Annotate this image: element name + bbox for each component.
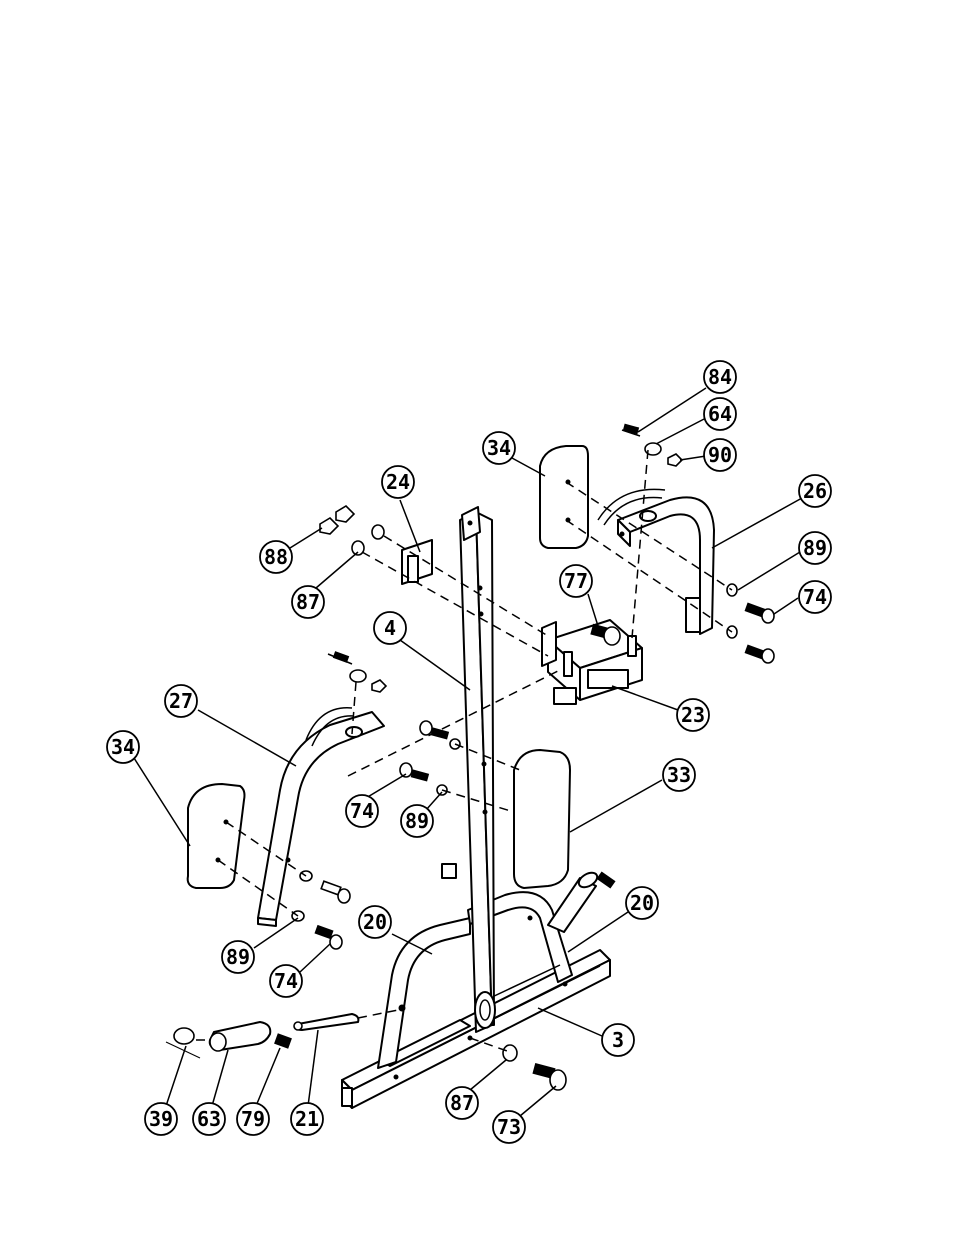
callout-leaders <box>133 387 803 1117</box>
callout-34-lower: 34 <box>106 730 140 764</box>
svg-text:79: 79 <box>241 1107 265 1131</box>
callout-33: 33 <box>662 758 696 792</box>
svg-text:73: 73 <box>497 1115 521 1139</box>
callout-20-right: 20 <box>625 886 659 920</box>
svg-text:34: 34 <box>111 735 135 759</box>
callout-23: 23 <box>676 698 710 732</box>
assembly-guide-lines <box>196 449 733 1053</box>
hardware-bolts <box>165 423 775 1091</box>
svg-text:74: 74 <box>274 969 298 993</box>
callout-labels: 84 64 90 34 24 26 88 87 <box>106 360 832 1144</box>
svg-text:90: 90 <box>708 443 732 467</box>
callout-87-lower: 87 <box>445 1086 479 1120</box>
svg-text:23: 23 <box>681 703 705 727</box>
svg-text:21: 21 <box>295 1107 319 1131</box>
svg-text:74: 74 <box>803 585 827 609</box>
svg-text:20: 20 <box>630 891 654 915</box>
pad-34-lower-part <box>186 783 246 889</box>
callout-89-upper: 89 <box>798 531 832 565</box>
callout-89-lower: 89 <box>221 940 255 974</box>
upright-post-part <box>441 506 496 1033</box>
callout-34-upper: 34 <box>482 431 516 465</box>
callout-27: 27 <box>164 684 198 718</box>
pad-34-upper-part <box>539 445 589 549</box>
svg-text:89: 89 <box>405 809 429 833</box>
svg-text:3: 3 <box>612 1028 624 1052</box>
svg-text:27: 27 <box>169 689 193 713</box>
callout-64: 64 <box>703 397 737 431</box>
svg-text:4: 4 <box>384 616 396 640</box>
svg-text:77: 77 <box>564 569 588 593</box>
callout-88: 88 <box>259 540 293 574</box>
callout-4: 4 <box>373 611 407 645</box>
callout-73: 73 <box>492 1110 526 1144</box>
callout-79: 79 <box>236 1102 270 1136</box>
right-arm-part <box>597 488 715 635</box>
callout-21: 21 <box>290 1102 324 1136</box>
callout-63: 63 <box>192 1102 226 1136</box>
callout-74-upper: 74 <box>798 580 832 614</box>
callout-89-middle: 89 <box>400 804 434 838</box>
callout-24: 24 <box>381 465 415 499</box>
callout-74-lower: 74 <box>269 964 303 998</box>
svg-text:26: 26 <box>803 479 827 503</box>
callout-39: 39 <box>144 1102 178 1136</box>
callout-90: 90 <box>703 438 737 472</box>
callout-26: 26 <box>798 474 832 508</box>
callout-74-middle: 74 <box>345 794 379 828</box>
callout-20-left: 20 <box>358 905 392 939</box>
svg-text:64: 64 <box>708 402 732 426</box>
svg-text:20: 20 <box>363 910 387 934</box>
svg-text:24: 24 <box>386 470 410 494</box>
callout-77: 77 <box>559 564 593 598</box>
svg-text:84: 84 <box>708 365 732 389</box>
callout-3: 3 <box>601 1023 635 1057</box>
pad-33-part <box>513 749 571 889</box>
svg-text:33: 33 <box>667 763 691 787</box>
svg-text:74: 74 <box>350 799 374 823</box>
callout-84: 84 <box>703 360 737 394</box>
svg-text:63: 63 <box>197 1107 221 1131</box>
carriage-bracket-part <box>541 619 643 705</box>
svg-text:87: 87 <box>296 590 320 614</box>
svg-text:87: 87 <box>450 1091 474 1115</box>
svg-text:88: 88 <box>264 545 288 569</box>
svg-text:39: 39 <box>149 1107 173 1131</box>
small-bracket-part <box>401 539 433 585</box>
callout-87-upper: 87 <box>291 585 325 619</box>
left-arm-part <box>257 707 385 927</box>
svg-text:89: 89 <box>226 945 250 969</box>
svg-text:34: 34 <box>487 436 511 460</box>
svg-text:89: 89 <box>803 536 827 560</box>
